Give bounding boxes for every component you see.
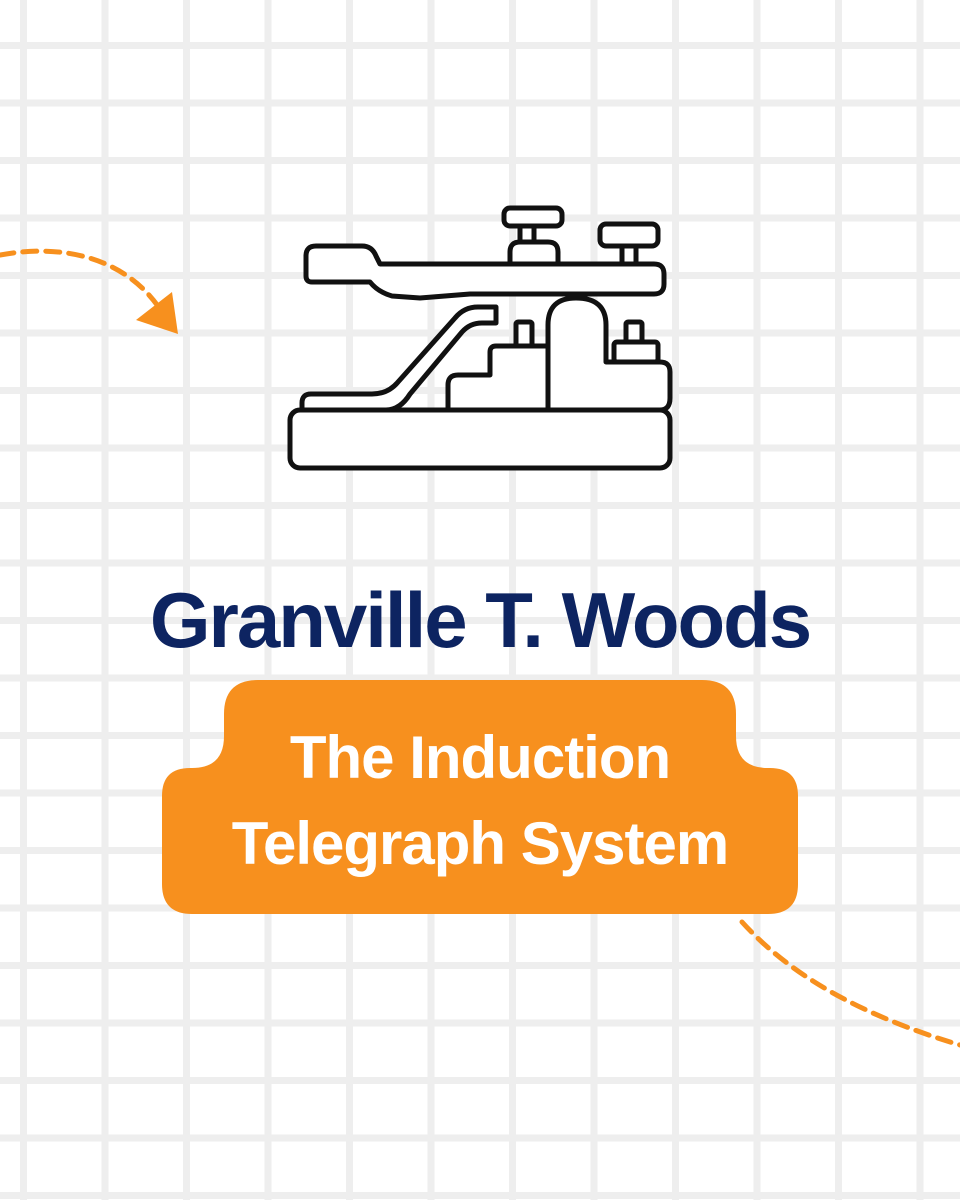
subtitle-line-2: Telegraph System: [231, 810, 729, 877]
badge-shape: [162, 680, 798, 914]
telegraph-key-icon: [287, 205, 673, 471]
subtitle-text: The Induction Telegraph System: [162, 715, 798, 887]
subtitle-line-1: The Induction: [289, 724, 671, 791]
bottom-dashed-curve: [739, 919, 960, 1048]
page-title: Granville T. Woods: [149, 576, 812, 665]
top-arrowhead-icon: [136, 292, 178, 334]
top-dashed-arrow: [0, 248, 165, 315]
